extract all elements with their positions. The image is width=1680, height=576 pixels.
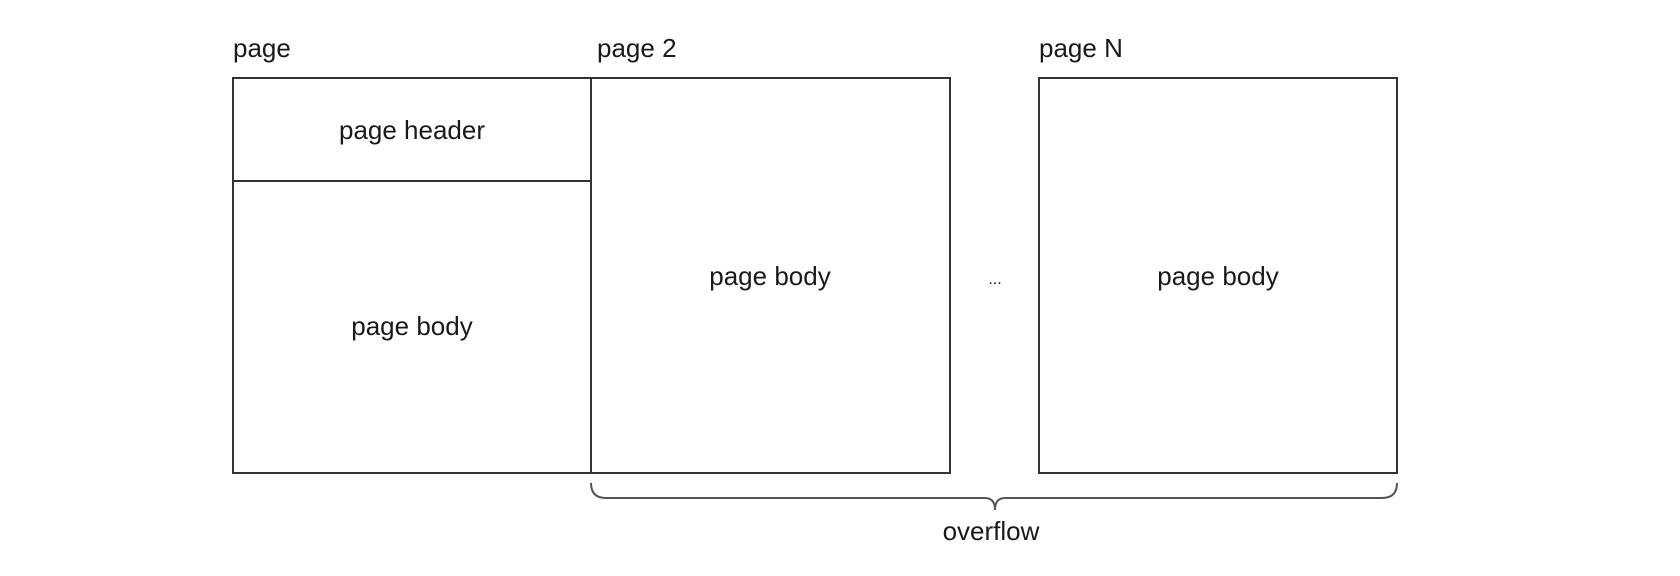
page-2-label: page 2 [597, 33, 677, 63]
page-1-label: page [233, 33, 291, 63]
page-2-body-label: page body [709, 261, 830, 291]
page-1-header-label: page header [339, 115, 485, 145]
overflow-brace [590, 482, 1398, 511]
page-2-box [590, 77, 951, 474]
page-n-box [1038, 77, 1398, 474]
overflow-label: overflow [943, 516, 1040, 546]
page-n-body-label: page body [1157, 261, 1278, 291]
page-1-box [232, 77, 592, 474]
page-1-body-label: page body [351, 311, 472, 341]
page-n-label: page N [1039, 33, 1123, 63]
ellipsis: ... [988, 271, 1001, 288]
